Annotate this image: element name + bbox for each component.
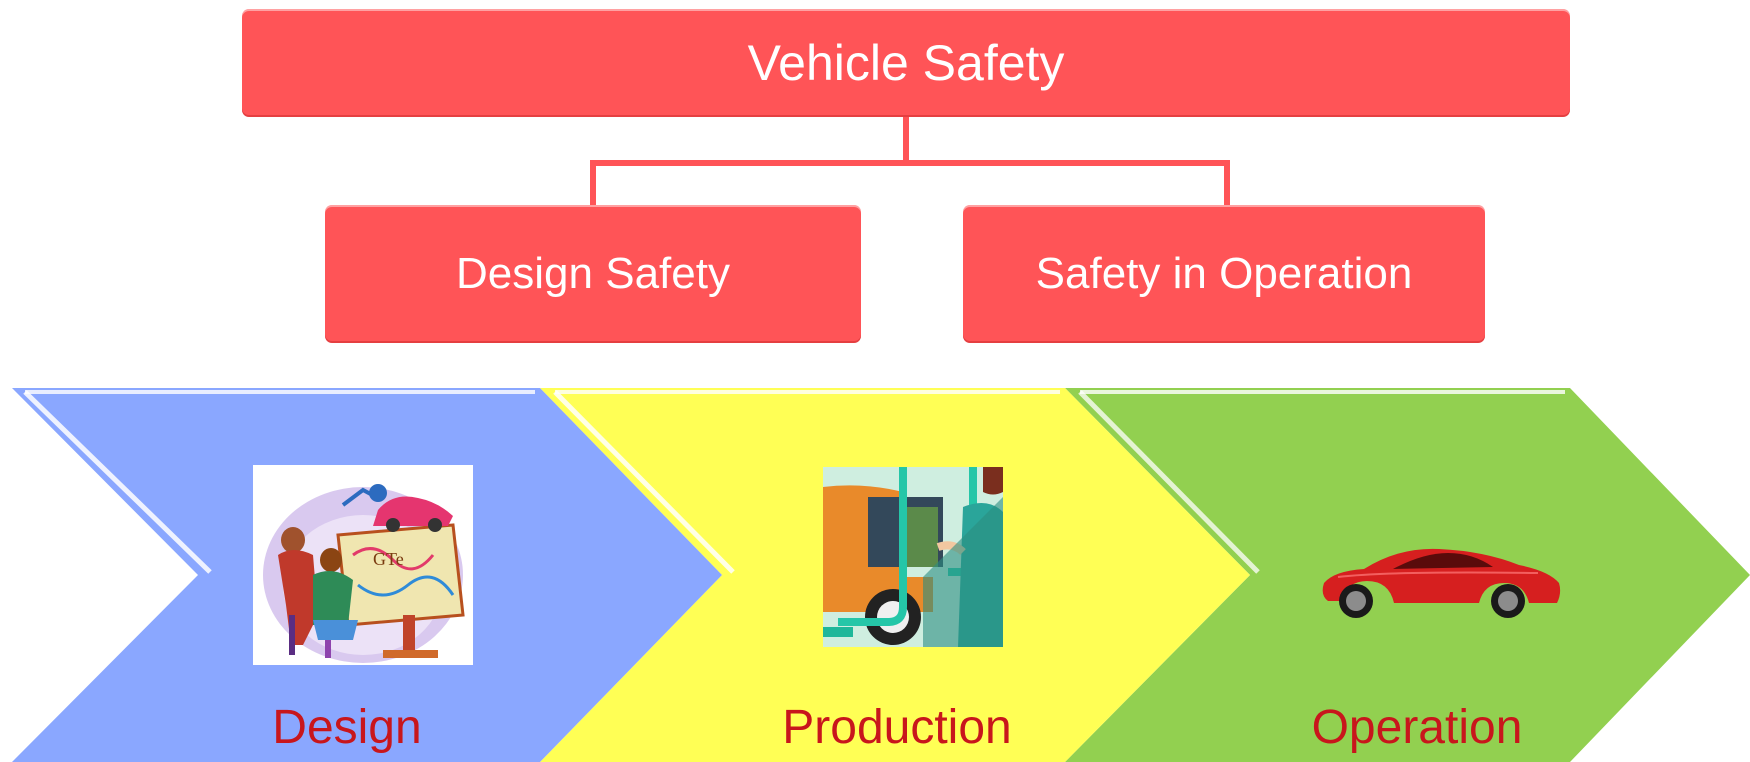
connector-right-drop [1224,160,1230,205]
connector-left-drop [590,160,596,205]
stage-label-design: Design [272,701,422,754]
stage-label-operation: Operation [1311,701,1523,754]
design-chevron-edge-highlight [23,390,212,574]
connector-vertical [903,117,909,162]
stage-label-production: Production [782,701,1012,754]
assembly-line-clipart-icon [823,467,1003,647]
production-chevron-edge-highlight [553,390,735,574]
design-office-clipart-icon: GTe [253,465,473,665]
operation-chevron-edge-highlight [1078,390,1260,574]
vehicle-safety-label: Vehicle Safety [747,35,1065,91]
svg-text:GTe: GTe [373,549,404,569]
safety-in-operation-label: Safety in Operation [1035,249,1413,298]
safety-in-operation-box: Safety in Operation [963,205,1485,343]
design-safety-box: Design Safety [325,205,861,343]
red-sports-car-icon [1322,548,1561,618]
connector-horizontal [590,160,1230,166]
vehicle-safety-box: Vehicle Safety [242,9,1570,117]
design-safety-label: Design Safety [456,249,730,298]
